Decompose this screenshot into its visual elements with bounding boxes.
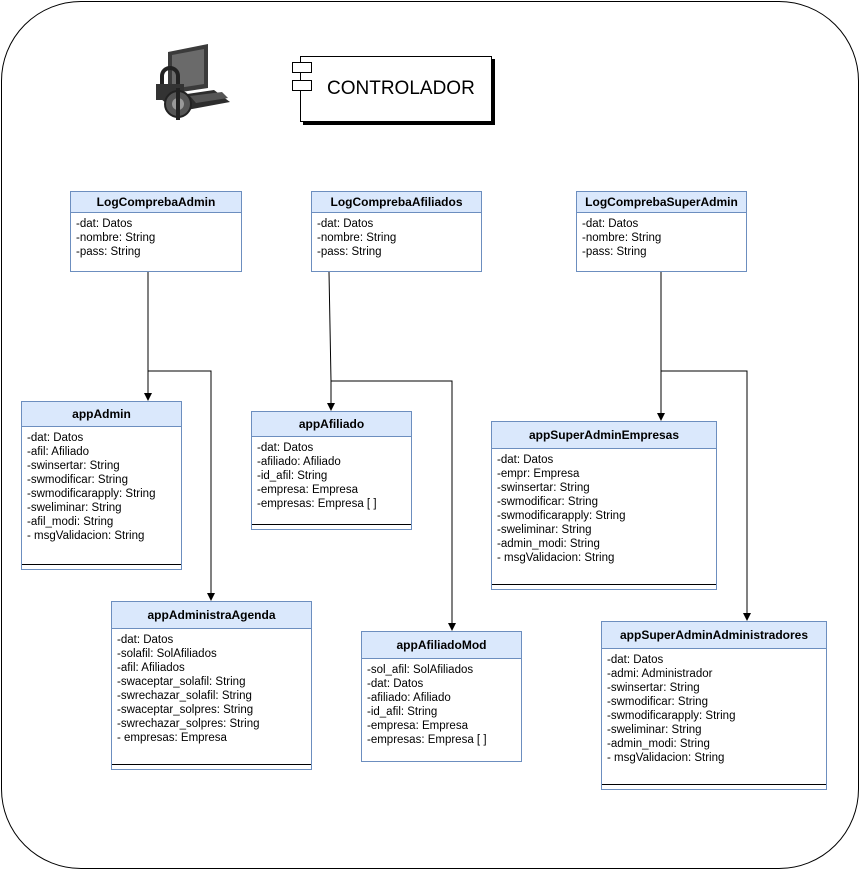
class-app-superadmin-empresas: appSuperAdminEmpresas -dat: Datos -empr:… [491, 421, 717, 590]
attribute: -pass: String [317, 246, 382, 258]
attribute-list: -dat: Datos -nombre: String -pass: Strin… [577, 213, 746, 259]
attribute: -dat: Datos [317, 218, 374, 230]
class-name: appAfiliado [252, 412, 411, 437]
attribute: -dat: Datos [76, 218, 133, 230]
edge-logadmin-agenda [148, 370, 215, 601]
attribute-list: -dat: Datos -empr: Empresa -swinsertar: … [492, 449, 716, 565]
attribute-list: -sol_afil: SolAfiliados -dat: Datos -afi… [362, 659, 521, 747]
attribute: -swinsertar: String [497, 482, 590, 494]
edge-logafiliados-afiliadomod [331, 380, 456, 631]
attribute: -dat: Datos [117, 634, 174, 646]
attribute-list: -dat: Datos -afil: Afiliado -swinsertar:… [22, 427, 181, 543]
attribute: -nombre: String [76, 232, 156, 244]
attribute: -nombre: String [582, 232, 662, 244]
attribute: -empresa: Empresa [367, 720, 468, 732]
class-name: appAfiliadoMod [362, 632, 521, 659]
class-name: appSuperAdminEmpresas [492, 422, 716, 449]
attribute: -pass: String [582, 246, 647, 258]
class-log-admin: LogComprebaAdmin -dat: Datos -nombre: St… [70, 191, 242, 272]
attribute: -nombre: String [317, 232, 397, 244]
attribute: -sol_afil: SolAfiliados [367, 664, 474, 676]
attribute: - msgValidacion: String [497, 552, 615, 564]
attribute: -swaceptar_solpres: String [117, 704, 254, 716]
class-name: LogComprebaSuperAdmin [577, 192, 746, 213]
class-name: appAdministraAgenda [112, 602, 311, 629]
attribute-list: -dat: Datos -nombre: String -pass: Strin… [312, 213, 481, 259]
attribute-list: -dat: Datos -admi: Administrador -swinse… [602, 649, 826, 765]
class-app-administra-agenda: appAdministraAgenda -dat: Datos -solafil… [111, 601, 312, 770]
attribute: -pass: String [76, 246, 141, 258]
attribute: -dat: Datos [497, 454, 554, 466]
attribute: - empresas: Empresa [117, 732, 227, 744]
class-app-admin: appAdmin -dat: Datos -afil: Afiliado -sw… [21, 401, 182, 570]
attribute: -dat: Datos [367, 678, 424, 690]
attribute: -id_afil: String [367, 706, 438, 718]
attribute: -empresa: Empresa [257, 484, 358, 496]
attribute: -swmodificar: String [497, 496, 598, 508]
attribute: -dat: Datos [257, 442, 314, 454]
attribute: - msgValidacion: String [607, 752, 725, 764]
attribute: - msgValidacion: String [27, 530, 145, 542]
attribute: -admin_modi: String [607, 738, 710, 750]
class-app-afiliado-mod: appAfiliadoMod -sol_afil: SolAfiliados -… [361, 631, 522, 762]
attribute: -afiliado: Afiliado [257, 456, 341, 468]
attribute: -swmodificar: String [607, 696, 708, 708]
attribute: -empresas: Empresa [ ] [257, 498, 377, 510]
attribute-list: -dat: Datos -afiliado: Afiliado -id_afil… [252, 437, 411, 511]
component-tab-bottom [292, 80, 312, 91]
operations-separator [252, 524, 411, 525]
attribute: -swrechazar_solpres: String [117, 718, 260, 730]
attribute: -swrechazar_solafil: String [117, 690, 252, 702]
attribute: -dat: Datos [582, 218, 639, 230]
attribute-list: -dat: Datos -nombre: String -pass: Strin… [71, 213, 241, 259]
attribute: -afil: Afiliados [117, 662, 185, 674]
attribute: -dat: Datos [27, 432, 84, 444]
attribute: -empr: Empresa [497, 468, 580, 480]
operations-separator [22, 564, 181, 565]
class-name: appAdmin [22, 402, 181, 427]
attribute: -swaceptar_solafil: String [117, 676, 246, 688]
class-app-superadmin-administradores: appSuperAdminAdministradores -dat: Datos… [601, 621, 827, 790]
edge-logsuperadmin-administradores [661, 370, 751, 621]
attribute: -swmodificar: String [27, 474, 128, 486]
attribute: -afil: Afiliado [27, 446, 90, 458]
class-app-afiliado: appAfiliado -dat: Datos -afiliado: Afili… [251, 411, 412, 530]
attribute-list: -dat: Datos -solafil: SolAfiliados -afil… [112, 629, 311, 745]
operations-separator [112, 764, 311, 765]
controlador-component: CONTROLADOR [292, 56, 492, 122]
component-tab-top [292, 62, 312, 73]
attribute: -swinsertar: String [27, 460, 120, 472]
attribute: -swmodificarapply: String [497, 510, 626, 522]
attribute: -sweliminar: String [27, 502, 122, 514]
attribute: -admin_modi: String [497, 538, 600, 550]
operations-separator [602, 784, 826, 785]
computer-lock-icon [156, 44, 230, 120]
class-name: LogComprebaAdmin [71, 192, 241, 213]
attribute: -dat: Datos [607, 654, 664, 666]
attribute: -swmodificarapply: String [607, 710, 736, 722]
class-name: LogComprebaAfiliados [312, 192, 481, 213]
class-log-superadmin: LogComprebaSuperAdmin -dat: Datos -nombr… [576, 191, 747, 272]
attribute: -admi: Administrador [607, 668, 713, 680]
attribute: -empresas: Empresa [ ] [367, 734, 487, 746]
component-label: CONTROLADOR [327, 78, 475, 99]
class-name: appSuperAdminAdministradores [602, 622, 826, 649]
attribute: -swmodificarapply: String [27, 488, 156, 500]
attribute: -swinsertar: String [607, 682, 700, 694]
attribute: -solafil: SolAfiliados [117, 648, 217, 660]
edge-logafiliados-appafiliado [327, 271, 335, 411]
attribute: -id_afil: String [257, 470, 328, 482]
attribute: -afiliado: Afiliado [367, 692, 451, 704]
attribute: -sweliminar: String [607, 724, 702, 736]
operations-separator [492, 584, 716, 585]
attribute: -afil_modi: String [27, 516, 114, 528]
class-log-afiliados: LogComprebaAfiliados -dat: Datos -nombre… [311, 191, 482, 272]
attribute: -sweliminar: String [497, 524, 592, 536]
